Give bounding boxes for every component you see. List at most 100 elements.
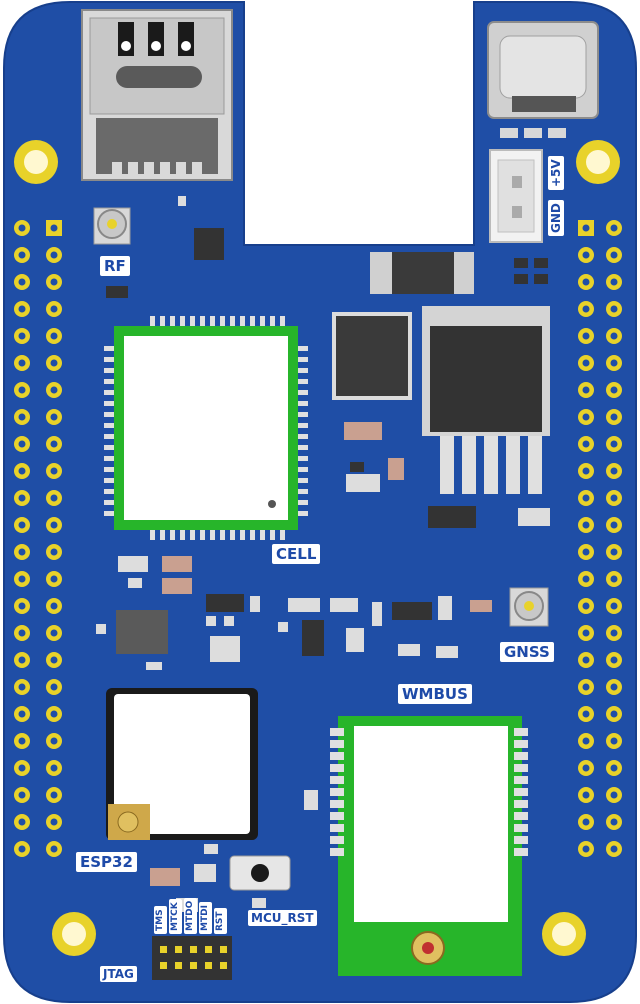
right-pin bbox=[578, 355, 594, 371]
smd-component bbox=[438, 596, 452, 620]
left-pin bbox=[46, 733, 62, 749]
smd-component bbox=[518, 508, 550, 526]
right-pin bbox=[578, 625, 594, 641]
smd-component bbox=[304, 790, 318, 810]
cell-pad bbox=[104, 500, 114, 505]
right-pin bbox=[606, 706, 622, 722]
wmbus-pad bbox=[330, 764, 344, 772]
smd-component bbox=[392, 602, 432, 620]
left-pin bbox=[46, 436, 62, 452]
left-pin bbox=[46, 490, 62, 506]
right-pin bbox=[578, 706, 594, 722]
left-pin bbox=[14, 382, 30, 398]
mcu-rst-label: MCU_RST bbox=[248, 910, 317, 926]
left-pin bbox=[46, 841, 62, 857]
cell-pad bbox=[160, 530, 165, 540]
smd-component bbox=[346, 628, 364, 652]
wmbus-pad bbox=[330, 752, 344, 760]
jtag-pin bbox=[160, 962, 167, 969]
right-pin bbox=[606, 490, 622, 506]
right-pin bbox=[606, 409, 622, 425]
wmbus-pad bbox=[330, 812, 344, 820]
cell-pad bbox=[298, 379, 308, 384]
right-pin bbox=[578, 652, 594, 668]
right-pin bbox=[578, 490, 594, 506]
cell-pad bbox=[280, 316, 285, 326]
right-pin bbox=[606, 733, 622, 749]
jtag-pin-label: MTCK bbox=[169, 899, 182, 934]
gnss-antenna-connector bbox=[509, 587, 549, 627]
left-pin bbox=[46, 382, 62, 398]
cell-pad bbox=[230, 530, 235, 540]
cell-pad bbox=[104, 412, 114, 417]
smd-component bbox=[178, 196, 186, 206]
smd-component bbox=[388, 458, 404, 480]
right-pin bbox=[578, 301, 594, 317]
left-pin bbox=[14, 355, 30, 371]
cell-pad bbox=[170, 316, 175, 326]
cell-pad bbox=[298, 423, 308, 428]
cell-pad bbox=[230, 316, 235, 326]
smd-component bbox=[398, 644, 420, 656]
left-pin bbox=[14, 814, 30, 830]
left-pin bbox=[46, 274, 62, 290]
wmbus-pad bbox=[330, 824, 344, 832]
smd-component bbox=[116, 610, 168, 654]
left-pin bbox=[46, 301, 62, 317]
right-pin bbox=[578, 247, 594, 263]
smd-component bbox=[470, 600, 492, 612]
right-pin bbox=[578, 571, 594, 587]
cellular-module bbox=[104, 316, 308, 540]
right-pin bbox=[606, 598, 622, 614]
cell-pad bbox=[180, 530, 185, 540]
right-pin bbox=[606, 760, 622, 776]
cell-pad bbox=[298, 390, 308, 395]
wmbus-pad bbox=[514, 812, 528, 820]
smd-component bbox=[436, 646, 458, 658]
cell-pad bbox=[104, 357, 114, 362]
left-pin bbox=[46, 760, 62, 776]
right-pin bbox=[578, 733, 594, 749]
left-pin bbox=[46, 409, 62, 425]
right-pin bbox=[606, 571, 622, 587]
cell-pad bbox=[260, 316, 265, 326]
smd-component bbox=[150, 868, 180, 886]
wmbus-pad bbox=[514, 788, 528, 796]
wmbus-pad bbox=[330, 728, 344, 736]
wmbus-pad bbox=[514, 824, 528, 832]
smd-component bbox=[372, 602, 382, 626]
esp32-module bbox=[106, 688, 258, 840]
smd-component bbox=[330, 598, 358, 612]
left-pin bbox=[14, 679, 30, 695]
right-pin bbox=[606, 382, 622, 398]
cell-pad bbox=[104, 456, 114, 461]
cell-pad bbox=[180, 316, 185, 326]
cell-pad bbox=[190, 530, 195, 540]
wmbus-label: WMBUS bbox=[398, 684, 472, 704]
cell-pad bbox=[298, 346, 308, 351]
cell-pad bbox=[240, 530, 245, 540]
cell-pad bbox=[240, 316, 245, 326]
right-pin bbox=[606, 517, 622, 533]
right-pin bbox=[606, 787, 622, 803]
smd-component bbox=[210, 636, 240, 662]
left-pin bbox=[46, 814, 62, 830]
mcu-reset-button bbox=[229, 855, 291, 891]
right-pin bbox=[606, 679, 622, 695]
right-pin bbox=[606, 544, 622, 560]
left-pin bbox=[14, 760, 30, 776]
jtag-pin bbox=[190, 946, 197, 953]
wmbus-module bbox=[330, 716, 528, 976]
right-pin bbox=[578, 409, 594, 425]
wmbus-pad bbox=[514, 776, 528, 784]
cell-pad bbox=[104, 346, 114, 351]
cell-label: CELL bbox=[272, 544, 321, 564]
esp32-label: ESP32 bbox=[76, 852, 137, 872]
jtag-pin bbox=[205, 962, 212, 969]
usb-c-connector bbox=[487, 21, 599, 138]
right-pin bbox=[606, 274, 622, 290]
left-pin bbox=[14, 328, 30, 344]
cell-pad bbox=[298, 368, 308, 373]
smd-component bbox=[162, 578, 192, 594]
